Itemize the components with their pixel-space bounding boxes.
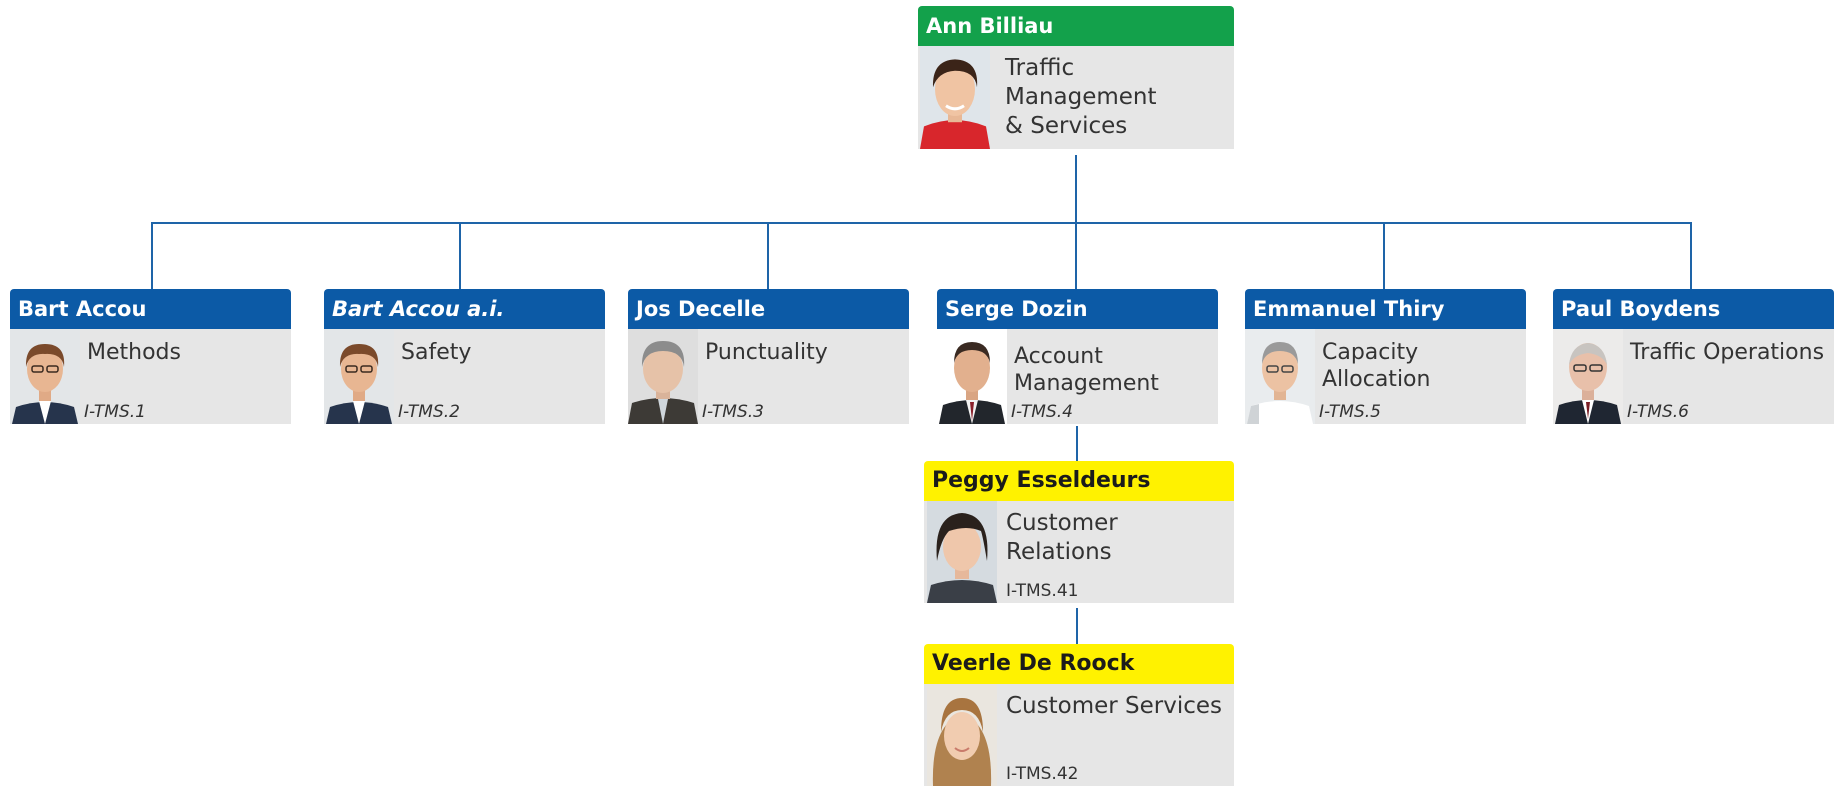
connector-serge (1075, 222, 1077, 289)
portrait-photo (927, 684, 997, 786)
card-role: Customer Services (1006, 693, 1223, 719)
card-role: Punctuality (705, 340, 828, 365)
card-serge-dozin[interactable]: Serge Dozin Account Management I-TMS.4 (937, 289, 1218, 424)
card-name: Jos Decelle (628, 289, 909, 329)
portrait-photo (920, 46, 990, 149)
card-code: I-TMS.5 (1319, 402, 1381, 422)
card-name: Peggy Esseldeurs (924, 461, 1234, 501)
card-name: Ann Billiau (918, 6, 1234, 46)
card-veerle-de-roock[interactable]: Veerle De Roock Customer Services I-TMS.… (924, 644, 1234, 786)
card-body: Customer Relations I-TMS.41 (924, 501, 1234, 603)
card-body: Customer Services I-TMS.42 (924, 684, 1234, 786)
connector-serge-peggy (1076, 426, 1078, 461)
card-name: Bart Accou (10, 289, 291, 329)
card-peggy-esseldeurs[interactable]: Peggy Esseldeurs Customer Relations I-TM… (924, 461, 1234, 603)
card-role: Methods (87, 340, 181, 365)
card-role: Traffic Management & Services (1005, 55, 1157, 139)
card-bart-accou-ai[interactable]: Bart Accou a.i. Safety I-TMS.2 (324, 289, 605, 424)
card-code: I-TMS.42 (1006, 764, 1079, 784)
card-bart-accou[interactable]: Bart Accou Methods I-TMS.1 (10, 289, 291, 424)
portrait-photo (628, 329, 698, 424)
card-role: Customer Relations (1006, 510, 1118, 565)
portrait-photo (927, 501, 997, 603)
card-body: Safety I-TMS.2 (324, 329, 605, 424)
card-body: Methods I-TMS.1 (10, 329, 291, 424)
connector-paul (1690, 222, 1692, 289)
card-code: I-TMS.4 (1011, 402, 1073, 422)
portrait-photo (324, 329, 394, 424)
connector-ann-trunk (1075, 155, 1077, 224)
card-body: Punctuality I-TMS.3 (628, 329, 909, 424)
card-role: Traffic Operations (1630, 340, 1825, 365)
portrait-photo (1245, 329, 1315, 424)
card-role: Safety (401, 340, 472, 365)
card-jos-decelle[interactable]: Jos Decelle Punctuality I-TMS.3 (628, 289, 909, 424)
card-name: Paul Boydens (1553, 289, 1834, 329)
card-emmanuel-thiry[interactable]: Emmanuel Thiry Capacity Allocation I-TMS… (1245, 289, 1526, 424)
card-body: Account Management I-TMS.4 (937, 329, 1218, 424)
connector-bart2 (459, 222, 461, 289)
card-body: Traffic Management & Services (918, 46, 1234, 149)
card-code: I-TMS.41 (1006, 581, 1079, 601)
card-paul-boydens[interactable]: Paul Boydens Traffic Operations I-TMS.6 (1553, 289, 1834, 424)
card-code: I-TMS.3 (702, 402, 764, 422)
card-body: Capacity Allocation I-TMS.5 (1245, 329, 1526, 424)
connector-emmanuel (1383, 222, 1385, 289)
card-name: Serge Dozin (937, 289, 1218, 329)
card-body: Traffic Operations I-TMS.6 (1553, 329, 1834, 424)
connector-peggy-veerle (1076, 608, 1078, 644)
connector-jos (767, 222, 769, 289)
card-ann-billiau[interactable]: Ann Billiau Traffic Management & Service… (918, 6, 1234, 149)
card-code: I-TMS.1 (84, 402, 146, 422)
card-code: I-TMS.6 (1627, 402, 1689, 422)
card-role: Capacity Allocation (1322, 340, 1431, 392)
connector-horizontal-bus (151, 222, 1692, 224)
card-code: I-TMS.2 (398, 402, 460, 422)
card-role: Account Management (1014, 344, 1159, 396)
card-name: Bart Accou a.i. (324, 289, 605, 329)
card-name: Veerle De Roock (924, 644, 1234, 684)
portrait-photo (1553, 329, 1623, 424)
portrait-photo (10, 329, 80, 424)
portrait-photo (937, 329, 1007, 424)
connector-bart1 (151, 222, 153, 289)
card-name: Emmanuel Thiry (1245, 289, 1526, 329)
